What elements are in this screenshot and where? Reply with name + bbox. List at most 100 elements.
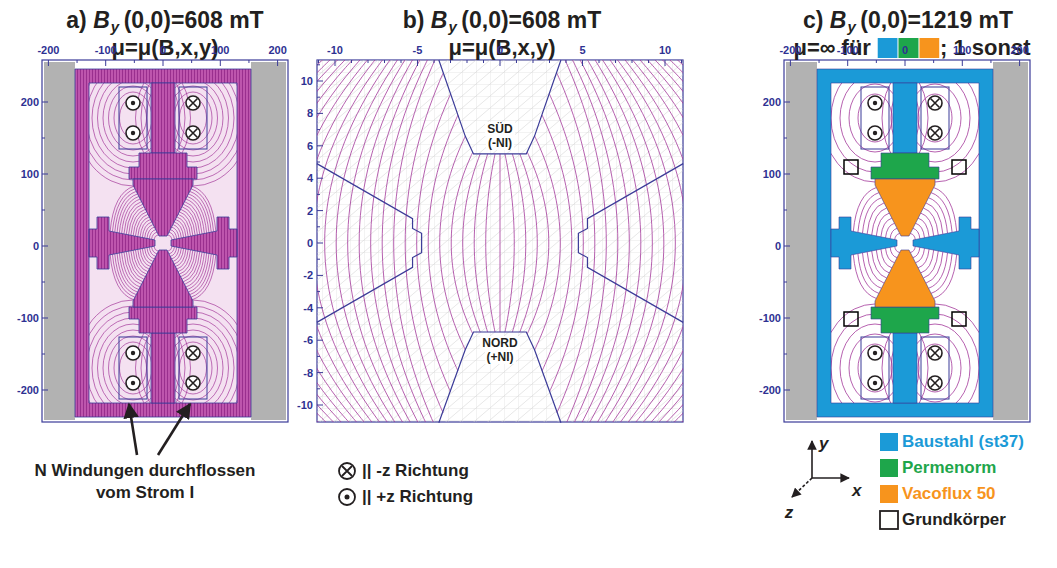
tick-mark	[784, 318, 790, 319]
material-swatches	[877, 38, 939, 58]
tick-mark	[368, 60, 369, 63]
field-line	[918, 94, 952, 142]
tick-mark	[317, 210, 323, 211]
field-line	[175, 249, 186, 267]
heading-text: (0,0)=608 mT	[124, 7, 264, 34]
permenorm-block	[129, 307, 197, 333]
symbol-dot	[131, 101, 135, 105]
field-line	[169, 247, 175, 254]
axis-label: z	[785, 503, 794, 523]
tick-mark	[450, 60, 451, 63]
heading-text: (0,0)=1219 mT	[860, 7, 1013, 34]
field-line	[177, 217, 189, 237]
symbol-ring	[928, 126, 942, 140]
axis-tick-label: 200	[1010, 44, 1028, 56]
tick-mark	[784, 390, 790, 391]
vacoflux-tip	[133, 179, 193, 236]
axis-tick-label: 10	[659, 44, 671, 56]
symbol-dot	[873, 381, 877, 385]
tick-mark	[648, 60, 649, 63]
permenorm-block	[129, 153, 197, 179]
tick-mark	[1019, 60, 1020, 66]
field-line	[117, 253, 138, 292]
side-pole	[831, 217, 897, 269]
tick-mark	[516, 60, 517, 63]
field-line	[463, 154, 480, 332]
field-line	[174, 342, 212, 394]
field-line	[181, 209, 196, 235]
symbol-dot	[131, 351, 135, 355]
field-line	[180, 98, 207, 138]
field-line	[676, 60, 683, 422]
axis-tick-label: 100	[763, 168, 781, 180]
tick-mark	[317, 178, 323, 179]
tick-mark	[962, 60, 963, 66]
coil-box	[921, 337, 949, 399]
symbol-ring	[928, 376, 942, 390]
field-line	[895, 246, 900, 252]
field-line	[428, 115, 458, 371]
coil-box	[921, 87, 949, 149]
field-line	[371, 60, 421, 422]
symbol-ring	[186, 96, 200, 110]
tick-mark	[317, 162, 320, 163]
axis-tick-label: 0	[33, 240, 39, 252]
axis-tick-label: 2	[307, 205, 313, 217]
tick-mark	[317, 356, 320, 357]
heading-text: B	[830, 7, 847, 34]
leader-arrow	[158, 404, 190, 455]
axis-tick-label: 10	[301, 75, 313, 87]
field-line	[147, 248, 155, 259]
field-line	[172, 227, 180, 238]
tick-mark	[42, 354, 45, 355]
current-out-symbol	[126, 346, 140, 360]
field-line	[188, 194, 209, 233]
side-pole	[913, 217, 979, 269]
plot-frame	[317, 60, 683, 422]
field-line	[178, 250, 191, 272]
symbol-ring	[186, 376, 200, 390]
current-in-symbol	[339, 463, 355, 479]
symbol-dot	[873, 351, 877, 355]
heading-text: μ=∞ für	[793, 35, 870, 61]
field-line	[512, 154, 525, 332]
tick-mark	[42, 246, 48, 247]
field-line	[317, 60, 324, 422]
tick-mark	[384, 60, 385, 63]
pole-column	[893, 83, 917, 153]
field-line	[112, 189, 135, 232]
axis-label: y	[819, 434, 828, 454]
tick-mark	[317, 81, 323, 82]
tick-mark	[351, 60, 352, 63]
field-line	[152, 232, 158, 239]
field-lines	[822, 69, 988, 417]
field-lines	[75, 69, 251, 417]
field-line	[886, 223, 895, 238]
heading-text: y	[448, 18, 456, 35]
tick-mark	[401, 60, 402, 63]
field-line	[129, 207, 145, 235]
heading-text: a)	[66, 7, 86, 34]
field-line	[918, 344, 952, 392]
coil-note: N Windungen durchflossen vom Strom I	[15, 460, 275, 504]
tick-mark	[277, 60, 278, 66]
tick-mark	[42, 390, 48, 391]
field-line	[916, 223, 925, 238]
field-line	[192, 186, 216, 231]
symbol-ring	[126, 126, 140, 140]
fem-mesh	[317, 60, 683, 422]
field-line	[505, 154, 514, 332]
tick-mark	[905, 60, 906, 66]
tick-mark	[335, 60, 336, 66]
field-line	[149, 247, 156, 256]
legend-text: || -z Richtung	[362, 461, 469, 481]
symbol-ring	[928, 96, 942, 110]
field-line	[140, 219, 151, 237]
field-line	[474, 154, 487, 332]
material-swatch	[898, 38, 918, 58]
base-body-square	[844, 312, 858, 326]
field-line	[169, 336, 218, 400]
field-line	[858, 344, 892, 392]
tick-mark	[317, 194, 320, 195]
